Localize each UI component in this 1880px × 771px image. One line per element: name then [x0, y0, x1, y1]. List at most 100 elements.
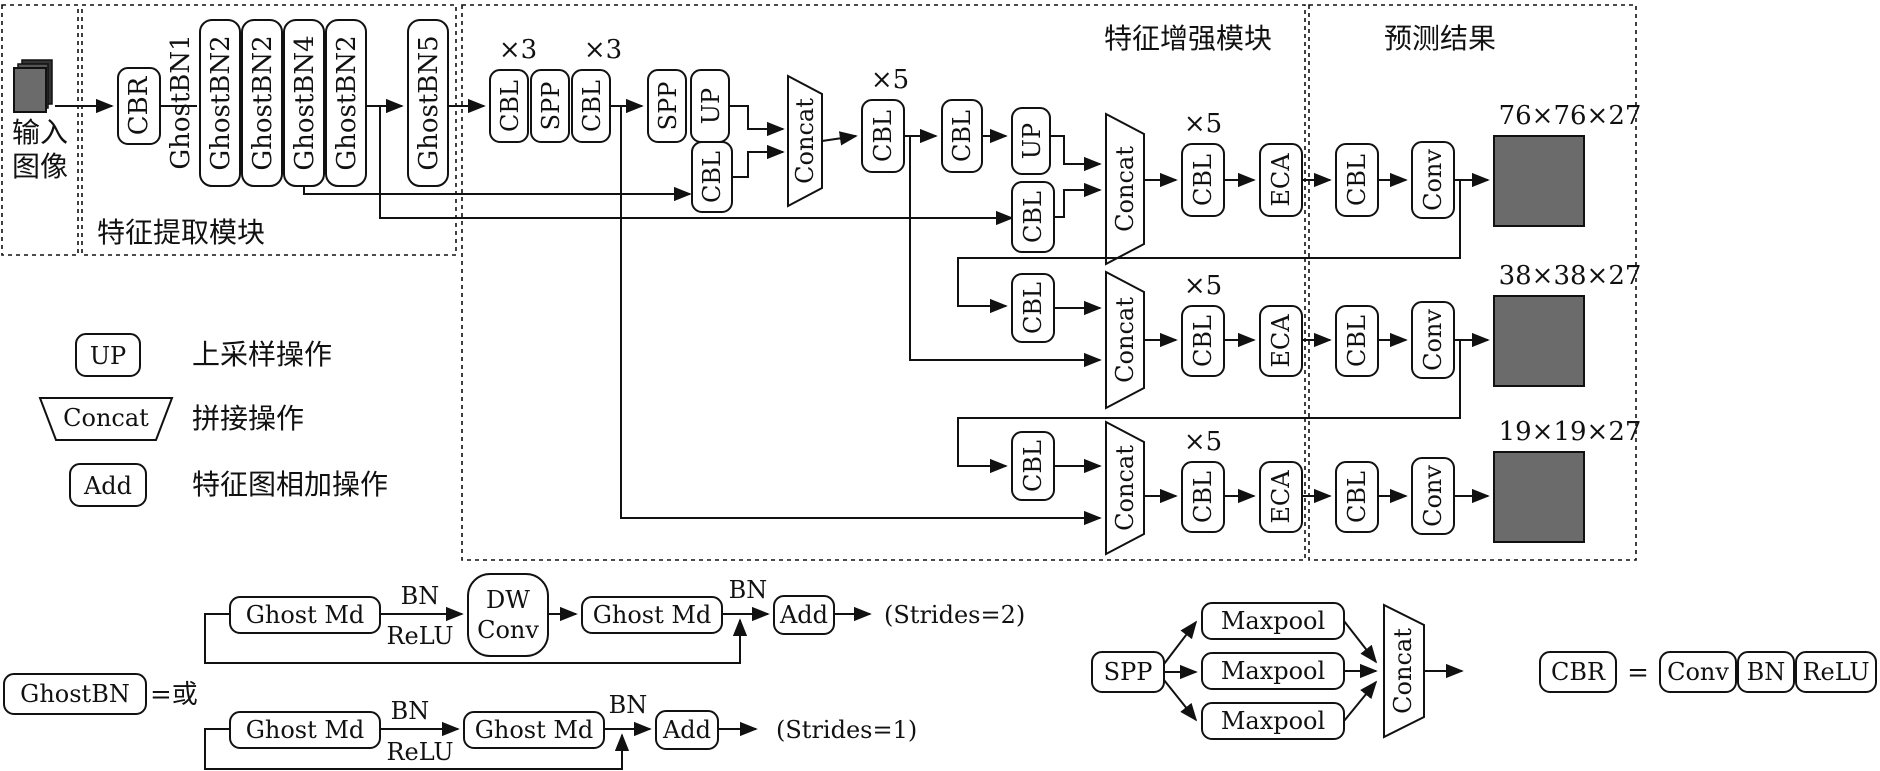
output-label-38: 38×38×27	[1499, 261, 1642, 291]
concat-block-row3	[1105, 420, 1145, 556]
concat-block-row1	[1105, 112, 1145, 266]
spp-merge-arrow-3	[1343, 680, 1378, 722]
output-map-38	[1493, 295, 1585, 387]
skip-x5-to-row2-concat	[909, 136, 1102, 368]
feedback-row1-to-row2	[957, 180, 1461, 314]
pred-cbl-label-row3: CBL	[1343, 471, 1371, 523]
legend-up-symbol-label: UP	[90, 342, 126, 370]
spp-label-top: SPP	[537, 82, 565, 131]
arrow-up-to-concat-1	[729, 105, 785, 137]
output-map-76	[1493, 135, 1585, 227]
input-image-icon	[13, 59, 53, 113]
input-label-line1: 输入	[12, 116, 68, 149]
stride2-input-line	[204, 613, 230, 663]
feedback-row2-to-row3	[957, 340, 1461, 474]
spp-def-label: SPP	[1104, 658, 1153, 686]
input-label-line2: 图像	[12, 150, 68, 183]
spp-arrow-3	[1163, 679, 1198, 722]
cbl-label-row1: CBL	[1189, 154, 1217, 206]
cbl-label-x5-top: CBL	[869, 110, 897, 162]
feature-enhance-frame	[461, 4, 1306, 561]
stride2-bn-label: BN	[401, 582, 440, 610]
spp-block-mid	[647, 69, 687, 143]
cbl-label-row2: CBL	[1189, 315, 1217, 367]
ghostbn2-label-b: GhostBN2	[248, 35, 278, 170]
feature-extraction-frame	[81, 4, 457, 256]
pred-cbl-label-row1: CBL	[1343, 154, 1371, 206]
cbr-def-relu	[1795, 651, 1877, 693]
up-label-top: UP	[697, 88, 725, 124]
cbl-label-row2-in: CBL	[1019, 282, 1047, 334]
cbr-def-bn-label: BN	[1747, 658, 1786, 686]
eca-label-row3: ECA	[1267, 470, 1295, 524]
cbl-label-row3-in: CBL	[1019, 440, 1047, 492]
conv-label-row3: Conv	[1419, 465, 1447, 527]
stride2-label: (Strides=2)	[884, 601, 1025, 629]
cbl-label-top-1: CBL	[496, 80, 524, 132]
stride1-input-line	[204, 728, 230, 770]
legend-concat-symbol-label: Concat	[63, 404, 149, 432]
feature-enhance-title: 特征增强模块	[1104, 22, 1272, 55]
ghostbn5-block	[407, 19, 449, 187]
conv-label-row1: Conv	[1419, 149, 1447, 211]
skip-top-to-row3-concat	[620, 106, 1102, 526]
output-map-19	[1493, 451, 1585, 543]
maxpool-label-3: Maxpool	[1221, 707, 1325, 735]
skip-ghostbn2-to-cbl	[379, 106, 1014, 226]
legend-add-symbol	[69, 463, 147, 507]
cbl-block-top-1	[489, 69, 529, 143]
stride1-ghost-md-2-label: Ghost Md	[475, 716, 594, 744]
stride1-label: (Strides=1)	[776, 716, 917, 744]
cbr-label: CBR	[124, 75, 154, 135]
cbr-def-eq: =	[1627, 658, 1649, 688]
concat-label-row2: Concat	[1111, 297, 1139, 383]
up-block-upper	[1011, 107, 1051, 175]
arrow-concat1-to-cbl	[821, 131, 858, 146]
spp-merge-arrow-1	[1343, 620, 1378, 664]
cbl-label-top-2: CBL	[578, 80, 606, 132]
conv-label-row2: Conv	[1419, 309, 1447, 371]
stride2-add-label: Add	[779, 601, 828, 629]
stride1-relu-label: ReLU	[386, 738, 453, 766]
stride1-ghost-md-1-label: Ghost Md	[246, 716, 365, 744]
times5-label-row2: ×5	[1184, 271, 1222, 301]
maxpool-label-1: Maxpool	[1221, 607, 1325, 635]
stride1-add-label: Add	[662, 716, 711, 744]
ghostbn2-label-c: GhostBN2	[332, 35, 362, 170]
skip-ghostbn4-to-cbl	[303, 186, 692, 202]
eca-label-row1: ECA	[1267, 153, 1295, 207]
cbr-def-relu-label: ReLU	[1802, 658, 1869, 686]
stride2-bn2-label: BN	[729, 576, 768, 604]
pred-cbl-label-row2: CBL	[1343, 315, 1371, 367]
ghostbn2-label-a: GhostBN2	[206, 35, 236, 170]
legend-add-symbol-label: Add	[83, 472, 132, 500]
cbr-def-label: CBR	[1551, 658, 1606, 686]
arrow-up-to-concat-2	[1050, 135, 1102, 172]
legend-concat-desc: 拼接操作	[192, 402, 304, 435]
ghostbn4-label: GhostBN4	[290, 35, 320, 170]
stride1-bn-label: BN	[391, 697, 430, 725]
stride2-ghost-md-2-label: Ghost Md	[593, 601, 712, 629]
stride2-conv-label: Conv	[477, 616, 539, 644]
prediction-frame	[1308, 4, 1637, 561]
cbr-def-conv-label: Conv	[1667, 658, 1729, 686]
cbr-def-bn	[1737, 651, 1795, 693]
stride2-dw-label: DW	[486, 586, 530, 614]
times5-label-row3: ×5	[1184, 427, 1222, 457]
ghostbn-def-eq-or: =或	[150, 680, 198, 710]
cbr-def-symbol	[1539, 651, 1617, 693]
spp-label-mid: SPP	[654, 82, 682, 131]
ghostbn-def-label: GhostBN	[20, 680, 130, 708]
cbl-label-row3: CBL	[1189, 471, 1217, 523]
times3-label-b: ×3	[584, 35, 622, 65]
concat-label-row1: Concat	[1111, 146, 1139, 232]
stride1-skip	[204, 729, 630, 770]
stride2-relu-label: ReLU	[386, 622, 453, 650]
concat-block-row2	[1105, 270, 1145, 410]
ghostbn2-block-c	[325, 19, 367, 187]
spp-arrow-1	[1163, 620, 1198, 665]
times3-label-a: ×3	[499, 35, 537, 65]
stride2-skip	[204, 614, 748, 664]
arrow-cbl-to-concat-1	[732, 144, 785, 178]
